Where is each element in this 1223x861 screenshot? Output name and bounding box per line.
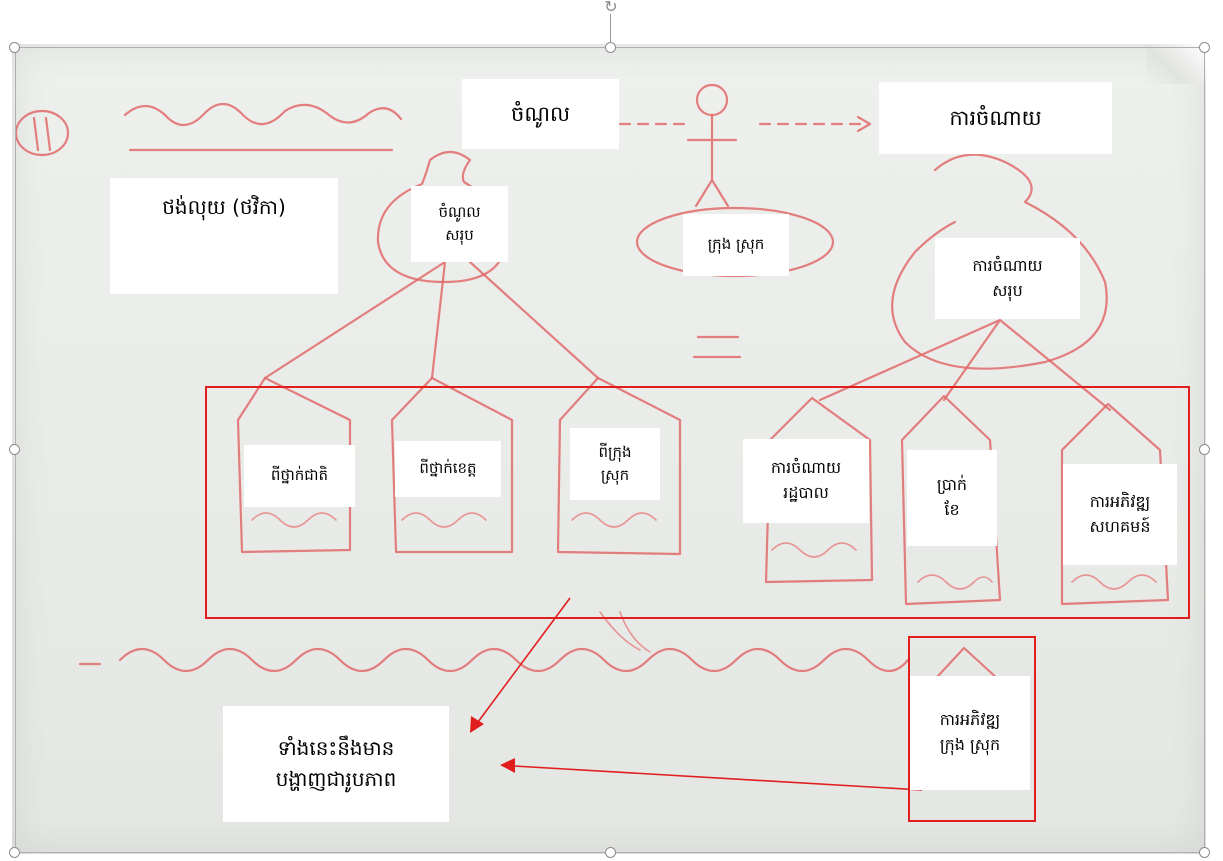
scribble-national	[251, 512, 337, 528]
label-salary: ប្រាក់ ខែ	[907, 450, 997, 546]
red-box-categories	[205, 386, 1190, 619]
label-community-dev: ការអភិវឌ្ឍ សហគមន៍	[1063, 464, 1177, 565]
label-commune-district: ក្រុង ស្រុក	[683, 214, 789, 276]
numeral-circle	[14, 109, 70, 157]
label-note: ទាំងនេះនឹងមាន បង្ហាញជារូបភាព	[223, 706, 449, 822]
scribble-commune	[571, 512, 657, 528]
label-total-expense: ការចំណាយ សរុប	[935, 238, 1080, 319]
house-commune	[556, 376, 682, 556]
numeral-strokes	[32, 116, 52, 152]
label-income-title: ចំណូល	[462, 79, 619, 149]
house-admin	[764, 396, 874, 584]
label-total-income: ចំណូល សរុប	[411, 186, 508, 262]
resize-handle-top[interactable]	[605, 42, 616, 53]
resize-handle-bottom-right[interactable]	[1199, 847, 1210, 858]
money-bag-left	[376, 150, 507, 284]
resize-handle-right[interactable]	[1199, 444, 1210, 455]
label-piggy-bank: ថង់លុយ (ថវិកា)	[110, 178, 338, 294]
heading-scribble	[123, 102, 403, 127]
handwriting-line	[118, 647, 910, 673]
red-box-district-dev	[908, 636, 1036, 822]
resize-handle-top-right[interactable]	[1199, 42, 1210, 53]
paper-curl	[1146, 44, 1206, 84]
resize-handle-bottom[interactable]	[605, 847, 616, 858]
resize-handle-top-left[interactable]	[9, 42, 20, 53]
handwriting-flourish	[599, 611, 651, 653]
arrowhead-lower	[500, 758, 515, 773]
scribble-admin	[771, 542, 857, 558]
label-from-provincial: ពីថ្នាក់ខេត្ត	[395, 441, 501, 497]
label-from-national: ពីថ្នាក់ជាតិ	[244, 445, 355, 507]
scribble-provincial	[401, 512, 487, 528]
figure-body	[686, 113, 738, 208]
rotate-handle-icon[interactable]: ↻	[604, 0, 618, 16]
label-district-dev: ការអភិវឌ្ឍ ក្រុង ស្រុក	[910, 676, 1030, 790]
arrow-to-note-lower	[513, 765, 923, 791]
scribble-community	[1071, 574, 1157, 590]
dash-arrowhead	[856, 115, 872, 133]
scribble-salary	[917, 574, 993, 590]
label-admin-expense: ការចំណាយ រដ្ឋបាល	[743, 439, 869, 523]
money-bag-right	[891, 153, 1108, 370]
selection-border	[15, 47, 1205, 853]
tree-branches-income	[263, 260, 600, 380]
oval-commune	[635, 206, 835, 278]
equals-sign	[692, 335, 742, 359]
label-from-commune: ពីក្រុង ស្រុក	[570, 428, 660, 500]
house-provincial	[390, 376, 514, 554]
resize-handle-left[interactable]	[9, 444, 20, 455]
label-expense-title: ការចំណាយ	[879, 82, 1112, 154]
rotate-handle-stem	[610, 14, 611, 46]
resize-handle-bottom-left[interactable]	[9, 847, 20, 858]
arrowhead-upper	[470, 716, 484, 733]
